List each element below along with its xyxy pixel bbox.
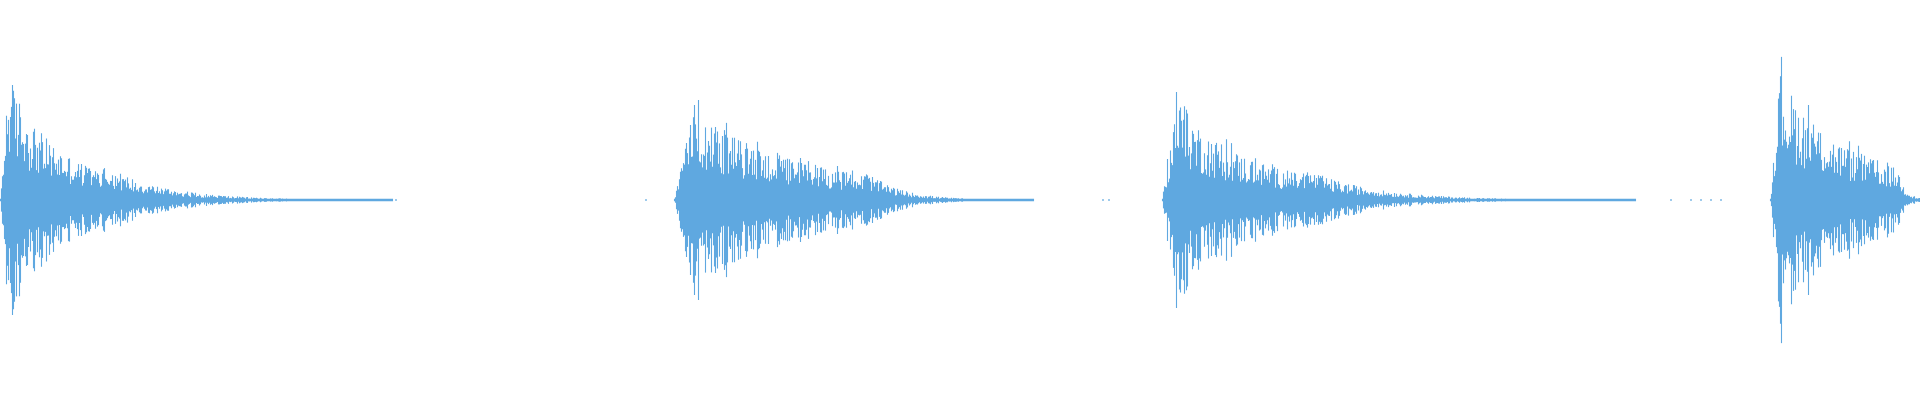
silence-tick (1108, 199, 1110, 201)
silence-tick (1700, 199, 1702, 201)
waveform-burst-path (1769, 56, 1920, 344)
waveform-burst-4 (1769, 56, 1920, 344)
silence-tick (1568, 199, 1570, 201)
silence-tick (1005, 199, 1007, 201)
silence-tick (1540, 199, 1542, 201)
waveform-burst-2 (673, 100, 1035, 300)
silence-tick (1605, 199, 1607, 201)
waveform-burst-path (673, 100, 1035, 300)
silence-tick (1720, 199, 1722, 201)
silence-tick (1690, 199, 1692, 201)
silence-tick (1590, 199, 1592, 201)
waveform-burst-path (0, 85, 394, 315)
waveform-burst-1 (0, 85, 394, 315)
silence-tick (395, 199, 397, 201)
silence-tick (1622, 199, 1624, 201)
silence-tick (1710, 199, 1712, 201)
silence-tick (1670, 199, 1672, 201)
waveform-burst-path (1161, 92, 1637, 308)
waveform-burst-3 (1161, 92, 1637, 308)
silence-tick (1528, 199, 1530, 201)
silence-tick (645, 199, 647, 201)
silence-tick (1102, 199, 1104, 201)
silence-ticks (395, 199, 1722, 201)
